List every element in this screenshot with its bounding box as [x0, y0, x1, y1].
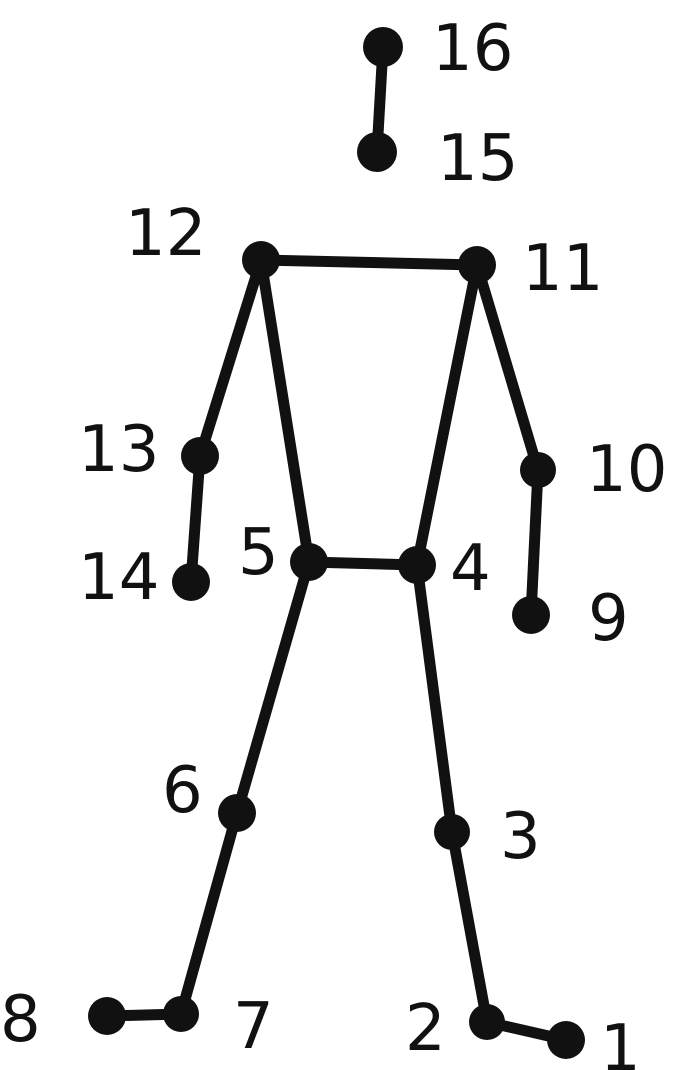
- joint-label-12: 12: [125, 197, 206, 271]
- joint-label-7: 7: [233, 990, 274, 1064]
- joint-label-16: 16: [432, 12, 513, 86]
- bone-3-2: [452, 832, 487, 1022]
- joint-11: [458, 246, 496, 284]
- joint-label-9: 9: [588, 582, 629, 656]
- joint-6: [218, 794, 256, 832]
- joint-label-13: 13: [78, 413, 159, 487]
- joint-label-10: 10: [586, 433, 667, 507]
- joint-14: [172, 563, 210, 601]
- joint-label-4: 4: [450, 532, 491, 606]
- joint-label-5: 5: [238, 516, 279, 590]
- joint-label-11: 11: [522, 232, 603, 306]
- joint-label-2: 2: [405, 992, 446, 1066]
- bone-12-13: [200, 260, 261, 456]
- joint-3: [434, 814, 470, 850]
- joint-label-15: 15: [437, 122, 518, 196]
- joint-4: [398, 546, 436, 584]
- joint-5: [290, 543, 328, 581]
- joint-label-1: 1: [600, 1012, 641, 1070]
- bone-10-9: [531, 470, 538, 615]
- bone-11-4: [417, 265, 477, 565]
- bone-6-7: [181, 813, 237, 1014]
- joint-label-14: 14: [78, 541, 159, 615]
- bone-4-3: [417, 565, 452, 832]
- joint-8: [88, 997, 126, 1035]
- joint-7: [163, 996, 199, 1032]
- bone-12-11: [261, 260, 477, 265]
- joint-12: [242, 241, 280, 279]
- joint-label-3: 3: [500, 800, 541, 874]
- joint-13: [181, 437, 219, 475]
- bone-5-6: [237, 562, 309, 813]
- joint-16: [363, 27, 403, 67]
- joint-10: [520, 452, 556, 488]
- joint-label-6: 6: [162, 754, 203, 828]
- joint-label-8: 8: [0, 983, 41, 1057]
- joint-9: [512, 596, 550, 634]
- joint-2: [469, 1004, 505, 1040]
- joint-15: [357, 132, 397, 172]
- joint-1: [547, 1021, 585, 1059]
